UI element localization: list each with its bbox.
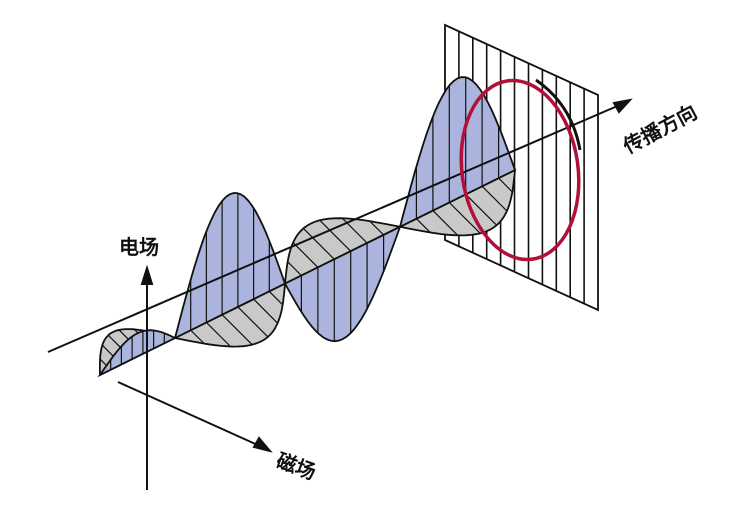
magnetic-wave-hatch <box>268 290 284 306</box>
magnetic-wave-hatch <box>253 298 279 324</box>
magnetic-wave-hatch <box>498 177 513 193</box>
magnetic-wave-hatch <box>319 219 352 252</box>
magnetic-axis-arrowhead <box>252 436 273 453</box>
magnetic-wave-hatch <box>369 220 385 236</box>
electric-axis-arrowhead <box>140 264 154 285</box>
magnetic-wave-hatch <box>415 218 431 233</box>
magnetic-wave-hatch <box>448 202 481 234</box>
magnetic-wave-hatch <box>302 227 335 260</box>
electric-wave <box>97 76 517 378</box>
coordinate-axes <box>47 98 633 490</box>
magnetic-wave-hatch <box>237 306 269 338</box>
polarization-ring <box>459 78 582 262</box>
magnetic-wave-hatch <box>292 242 319 268</box>
propagation-direction-label: 传播方向 <box>618 100 701 159</box>
electric-field-label: 电场 <box>119 235 159 259</box>
magnetic-wave-hatch <box>287 261 302 276</box>
magnetic-wave-hatch <box>465 193 498 226</box>
magnetic-field-axis <box>117 381 263 448</box>
magnetic-wave-hatch <box>190 329 205 344</box>
magnetic-wave-hatch <box>221 314 253 346</box>
propagation-axis <box>47 103 623 353</box>
magnetic-field-label: 磁场 <box>273 448 319 484</box>
magnetic-wave-hatch <box>481 185 508 212</box>
magnetic-wave-hatch <box>205 321 231 347</box>
magnetic-wave-hatch <box>432 210 459 236</box>
propagation-arrowhead <box>612 98 633 114</box>
